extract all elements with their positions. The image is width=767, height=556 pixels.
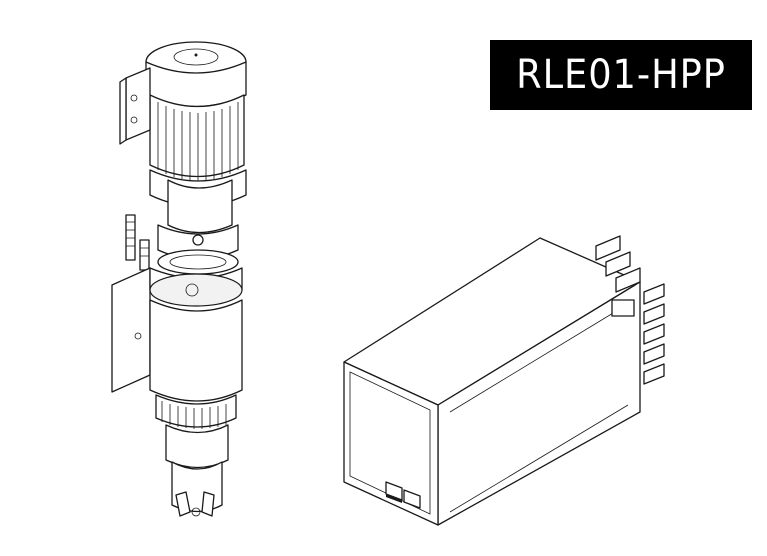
bearing-ring xyxy=(155,394,237,429)
motor-flange xyxy=(149,169,247,234)
motor-finned-body xyxy=(149,94,245,181)
tool-holder xyxy=(165,424,229,517)
motor-terminal-box xyxy=(119,67,151,145)
front-panel-buttons xyxy=(385,481,421,509)
product-label-text: RLE01-HPP xyxy=(516,52,726,98)
motor-top-cap xyxy=(145,41,247,108)
spindle-main-body xyxy=(111,267,243,402)
rear-connectors xyxy=(595,235,665,385)
coupling-housing xyxy=(157,224,239,275)
product-label-box: RLE01-HPP xyxy=(490,40,752,110)
